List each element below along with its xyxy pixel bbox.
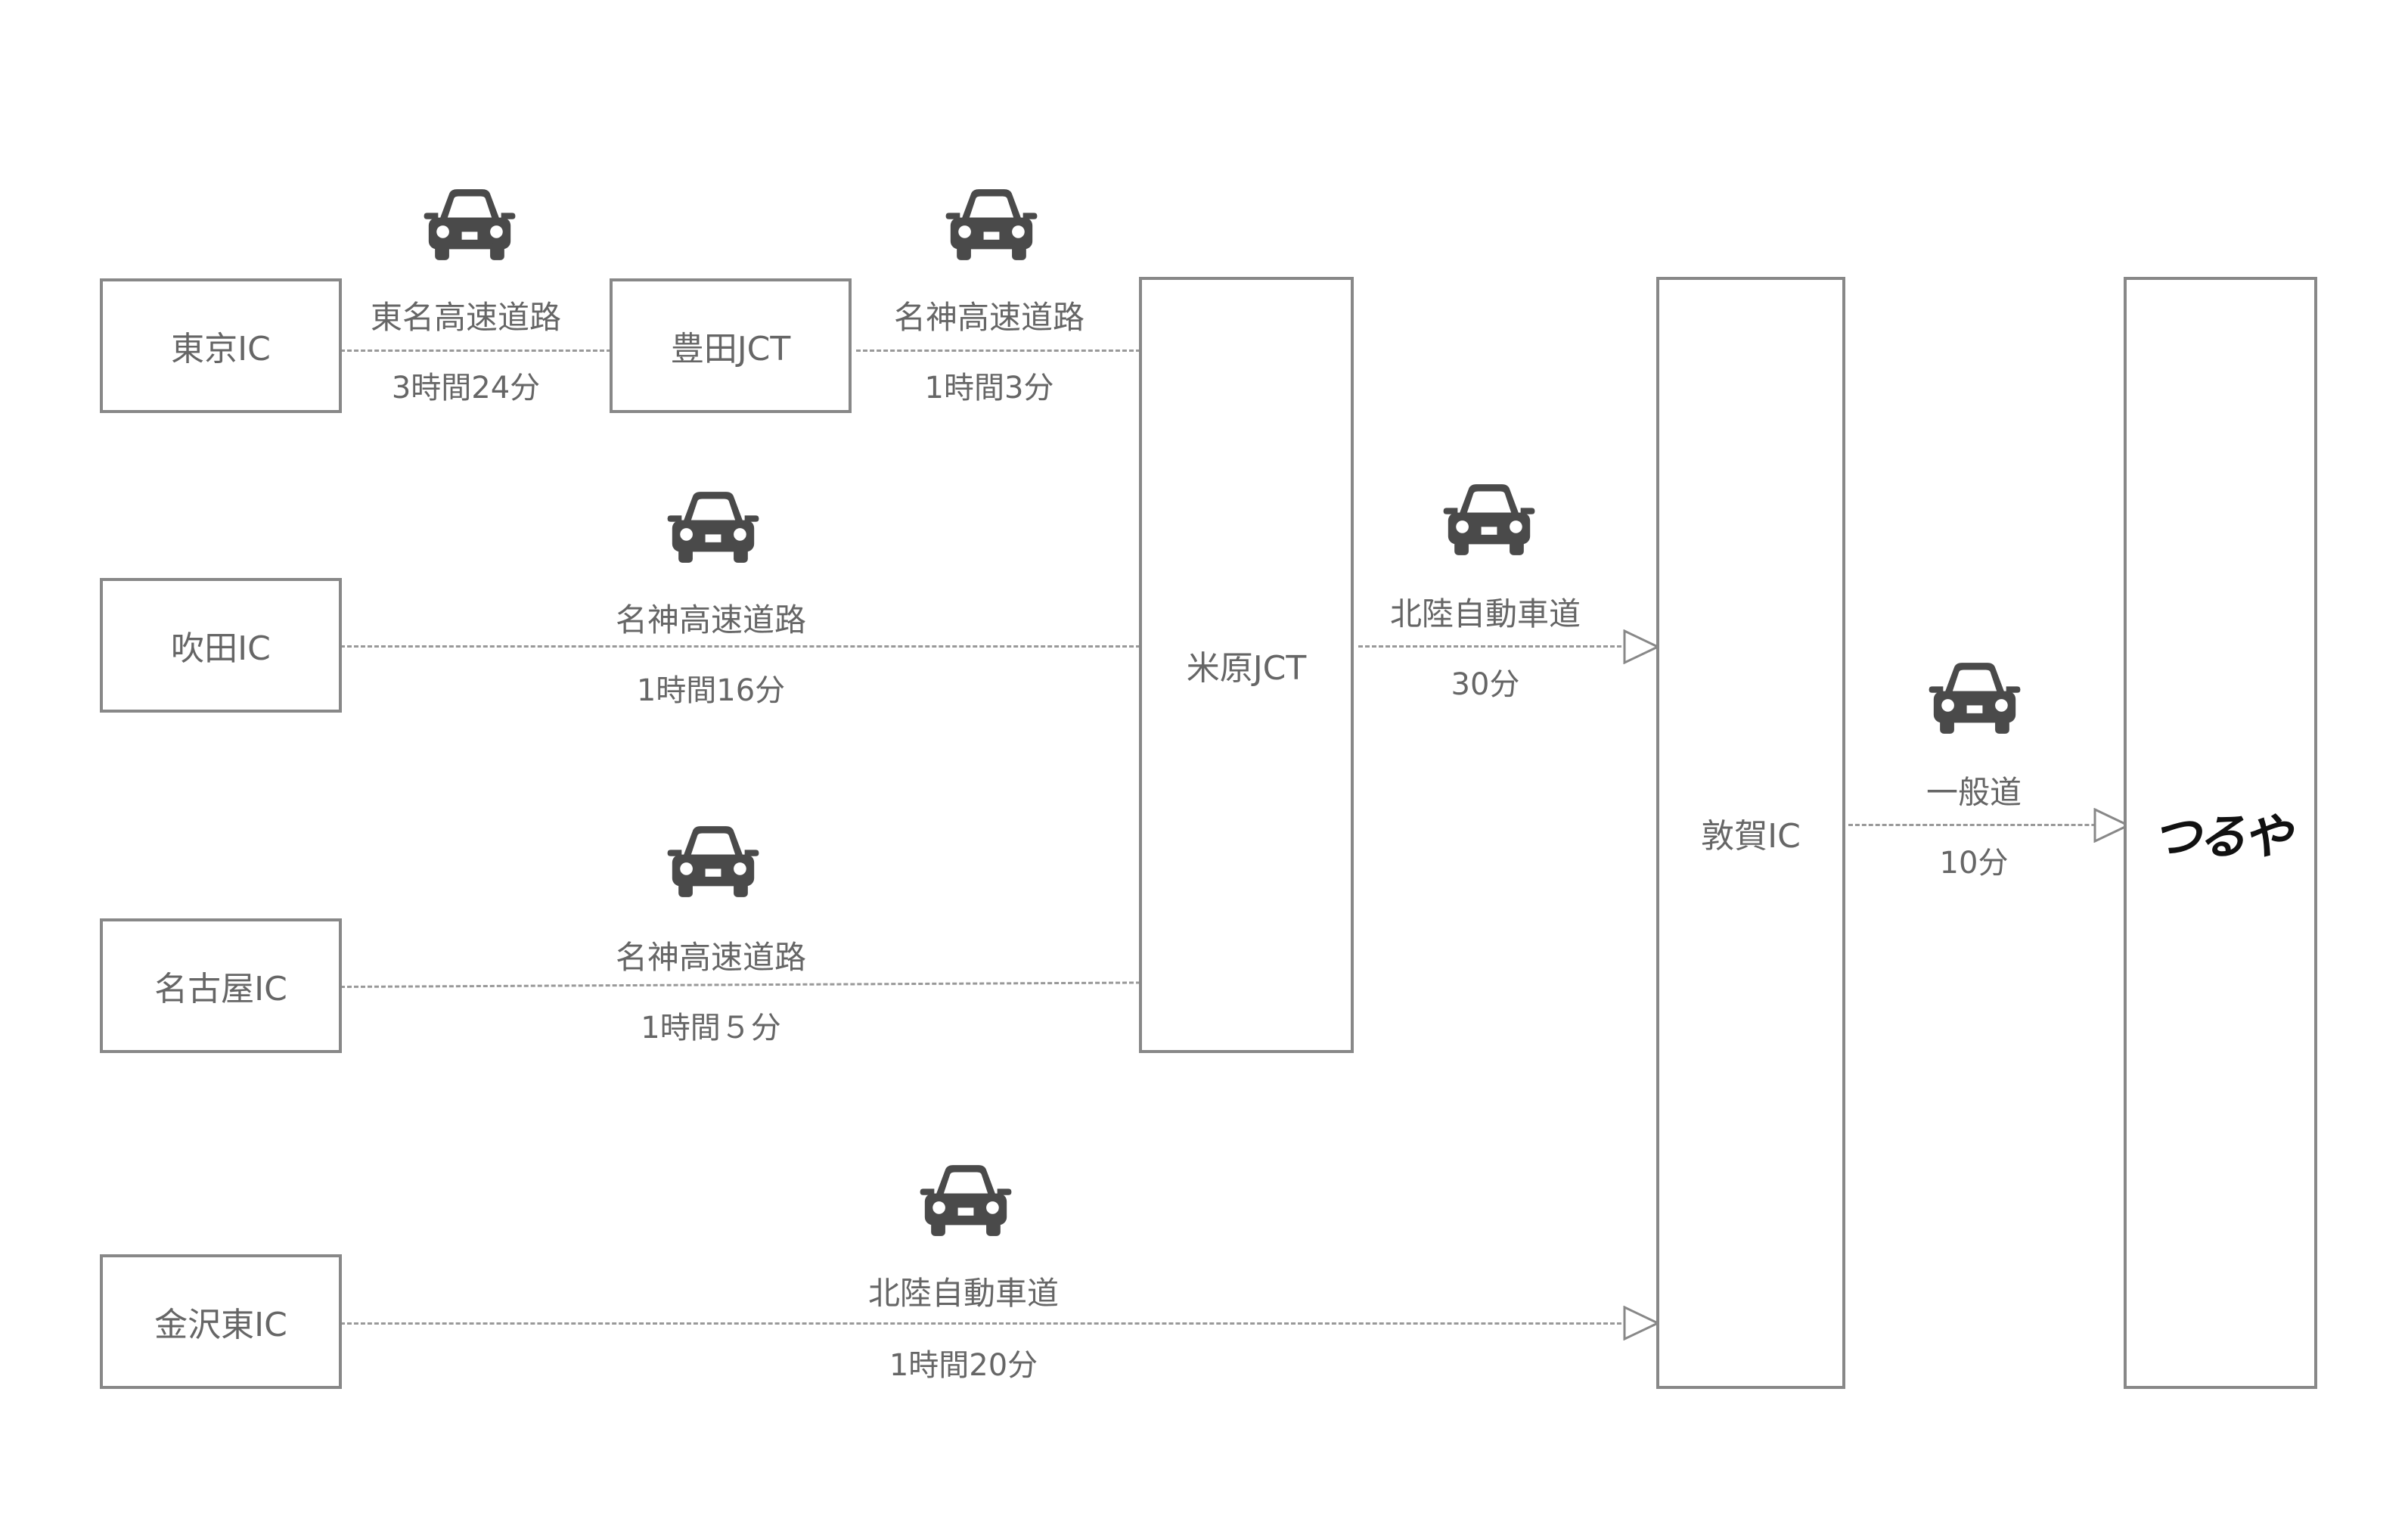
tsuruya-logo: つるや (2152, 809, 2292, 865)
car-icon (918, 1162, 1013, 1238)
triangle-arrow-icon (1623, 629, 1659, 664)
route-line-suita-maibara (340, 645, 1140, 648)
node-label: 東京IC (171, 330, 271, 368)
node-toyota-jct: 豊田JCT (610, 278, 852, 413)
car-icon (666, 489, 761, 564)
route-line-toyota-maibara (856, 350, 1140, 352)
node-label: 吹田IC (171, 629, 271, 668)
road-label-ippan-do: 一般道 (1925, 774, 2022, 811)
node-nagoya-ic: 名古屋IC (100, 918, 342, 1053)
road-label-meishin-nagoya: 名神高速道路 (615, 939, 807, 976)
node-tsuruga-ic: 敦賀IC (1656, 277, 1845, 1389)
car-icon (1441, 481, 1537, 557)
time-label-tokyo-toyota: 3時間24分 (391, 371, 541, 405)
node-tsuruya-destination: つるや (2124, 277, 2317, 1389)
node-label: 米原JCT (1186, 649, 1307, 688)
time-label-nagoya-maibara: 1時間５分 (641, 1011, 781, 1045)
car-icon (944, 186, 1039, 262)
node-tokyo-ic: 東京IC (100, 278, 342, 413)
node-label: 豊田JCT (670, 330, 791, 368)
node-label: 金沢東IC (154, 1306, 287, 1344)
node-kanazawa-higashi-ic: 金沢東IC (100, 1254, 342, 1389)
time-label-kanazawa-tsuruga: 1時間20分 (889, 1348, 1038, 1383)
road-label-meishin-toyota: 名神高速道路 (893, 299, 1085, 336)
node-label: 敦賀IC (1701, 817, 1801, 856)
route-line-kanazawa-tsuruga (340, 1322, 1621, 1325)
node-maibara-jct: 米原JCT (1139, 277, 1354, 1053)
route-line-tokyo-toyota (340, 350, 611, 352)
time-label-maibara-tsuruga: 30分 (1451, 667, 1520, 702)
road-label-hokuriku-maibara: 北陸自動車道 (1389, 595, 1581, 632)
car-icon (1927, 660, 2022, 735)
time-label-toyota-maibara: 1時間3分 (924, 371, 1054, 405)
node-suita-ic: 吹田IC (100, 578, 342, 713)
car-icon (666, 823, 761, 899)
car-icon (422, 186, 517, 262)
route-line-tsuruga-tsuruya (1848, 824, 2130, 826)
route-line-nagoya-maibara (340, 981, 1141, 988)
triangle-arrow-icon (1623, 1306, 1659, 1341)
road-label-meishin-suita: 名神高速道路 (615, 601, 807, 638)
route-line-maibara-tsuruga (1358, 645, 1621, 648)
road-label-tomei: 東名高速道路 (370, 299, 562, 336)
time-label-tsuruga-tsuruya: 10分 (1939, 846, 2009, 881)
node-label: 名古屋IC (154, 970, 287, 1008)
time-label-suita-maibara: 1時間16分 (636, 673, 786, 708)
road-label-hokuriku-kanazawa: 北陸自動車道 (867, 1275, 1060, 1312)
